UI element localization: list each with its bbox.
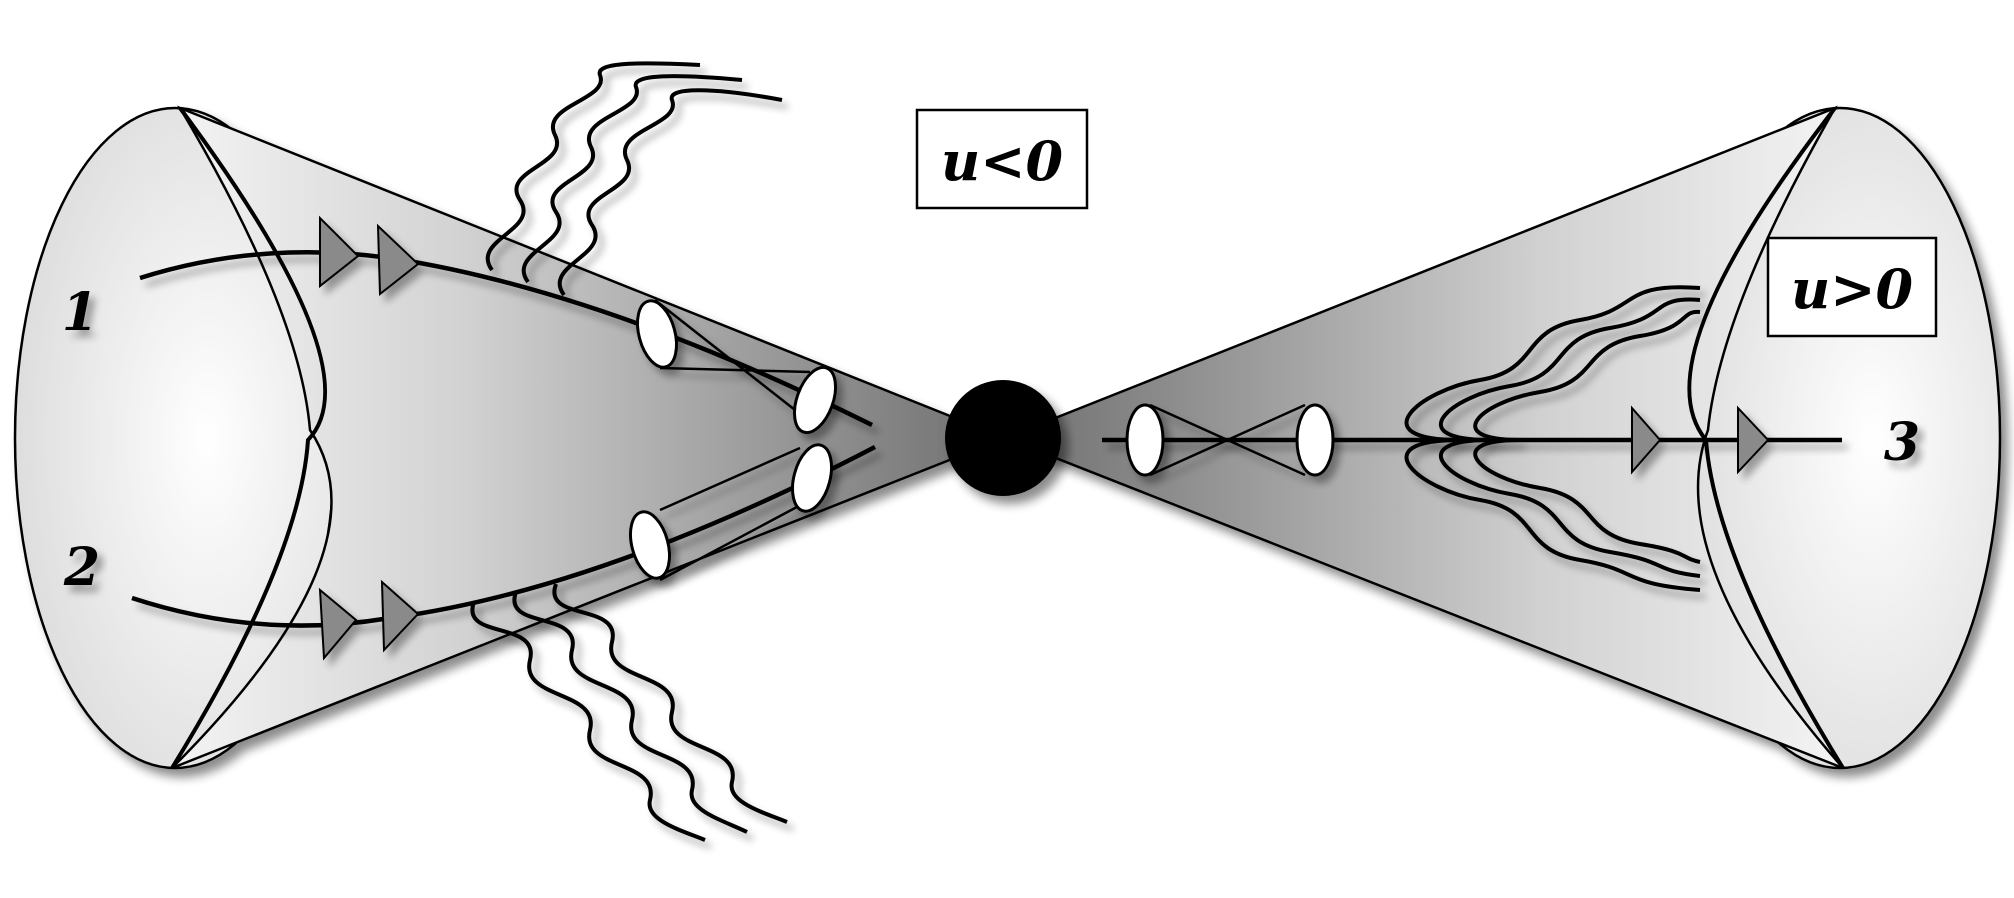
trajectory-2 (131, 445, 877, 661)
interaction-vertex (945, 380, 1061, 496)
radiation-outgoing (1404, 285, 1701, 592)
label-incoming-1: 1 (62, 282, 98, 343)
label-outgoing-3: 3 (1884, 412, 1920, 473)
past-region-box: u<0 (915, 108, 1089, 210)
past-light-cone (13, 105, 1009, 770)
arrowhead-icon (1737, 405, 1770, 475)
local-cone-upper (636, 299, 838, 435)
arrowhead-icon (380, 579, 420, 653)
local-cone-outgoing (1125, 403, 1335, 477)
future-region-box: u>0 (1766, 236, 1938, 338)
arrowhead-icon (318, 587, 358, 661)
arrowhead-icon (319, 215, 360, 289)
local-cone-lower (629, 443, 833, 582)
radiation-upper (485, 61, 783, 297)
arrowhead-icon (376, 223, 420, 297)
radiation-lower (470, 583, 788, 842)
arrowhead-icon (1631, 405, 1662, 475)
label-incoming-2: 2 (63, 537, 100, 598)
past-region-label: u<0 (941, 129, 1063, 193)
future-region-label: u>0 (1791, 257, 1913, 321)
